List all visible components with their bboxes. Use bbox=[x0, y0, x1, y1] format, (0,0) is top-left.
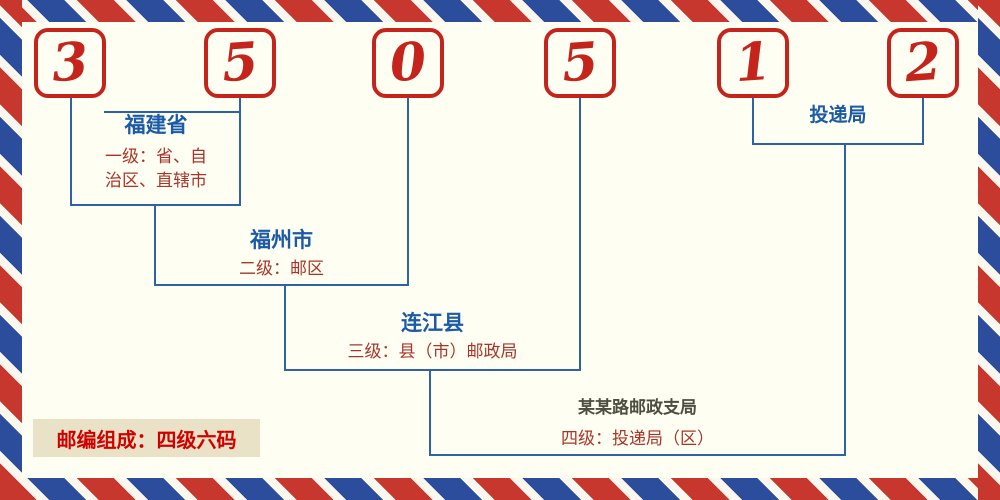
branch-name: 某某路邮政支局 bbox=[578, 398, 697, 417]
connector-line bbox=[70, 98, 72, 205]
digit-box-3: 0 bbox=[372, 28, 444, 98]
connector-line bbox=[579, 98, 581, 371]
connector-line bbox=[154, 284, 409, 286]
connector-line bbox=[429, 369, 431, 456]
connector-line bbox=[752, 98, 754, 145]
digit-2: 5 bbox=[219, 30, 261, 95]
digit-1: 3 bbox=[49, 30, 91, 95]
digit-box-4: 5 bbox=[544, 28, 616, 98]
airmail-border-right bbox=[978, 0, 1000, 500]
county-level-desc: 三级：县（市）邮政局 bbox=[347, 342, 518, 361]
branch-level-desc: 四级：投递局（区） bbox=[561, 429, 714, 448]
connector-line bbox=[239, 98, 241, 205]
airmail-border-bottom bbox=[0, 478, 1000, 500]
digit-3: 0 bbox=[387, 30, 429, 95]
city-name: 福州市 bbox=[250, 229, 313, 252]
county-name: 连江县 bbox=[401, 312, 464, 335]
connector-line bbox=[429, 454, 846, 456]
digit-box-1: 3 bbox=[34, 28, 106, 98]
connector-line bbox=[284, 284, 286, 371]
connector-line bbox=[154, 204, 156, 286]
province-level-desc-line2: 治区、直辖市 bbox=[105, 171, 207, 190]
digit-6: 2 bbox=[902, 30, 944, 95]
province-name: 福建省 bbox=[124, 114, 188, 137]
province-level-desc-line1: 一级：省、自 bbox=[105, 147, 207, 166]
connector-line bbox=[922, 98, 924, 145]
digit-5: 1 bbox=[732, 30, 774, 95]
airmail-border-top bbox=[0, 0, 1000, 22]
digit-4: 5 bbox=[559, 30, 601, 95]
digit-box-5: 1 bbox=[717, 28, 789, 98]
connector-line bbox=[284, 369, 581, 371]
connector-line bbox=[407, 98, 409, 286]
postal-code-composition-badge: 邮编组成：四级六码 bbox=[33, 419, 260, 457]
delivery-office-label: 投递局 bbox=[809, 105, 867, 126]
connector-line bbox=[844, 144, 846, 456]
city-level-desc: 二级：邮区 bbox=[239, 259, 324, 278]
connector-line bbox=[104, 111, 241, 113]
connector-line bbox=[752, 143, 924, 145]
digit-box-2: 5 bbox=[204, 28, 276, 98]
digit-box-6: 2 bbox=[887, 28, 959, 98]
badge-label: 邮编组成：四级六码 bbox=[56, 429, 237, 452]
airmail-border-left bbox=[0, 0, 22, 500]
